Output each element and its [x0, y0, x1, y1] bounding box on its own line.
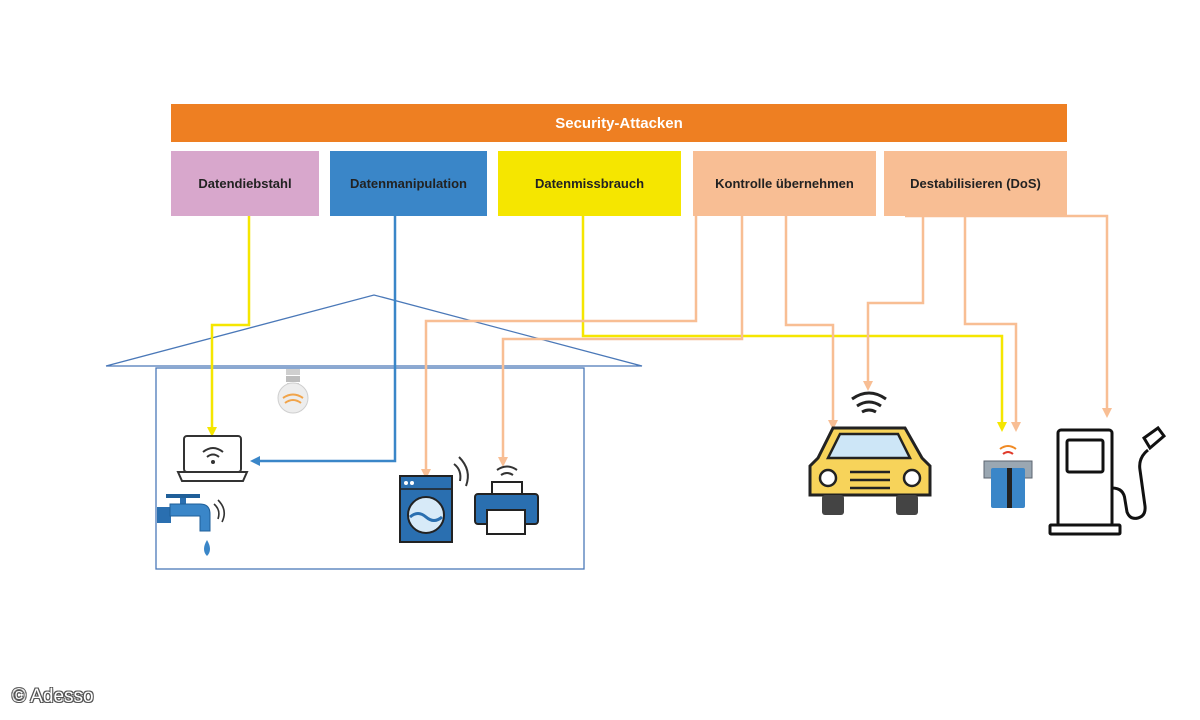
security-attacks-banner: Security-Attacken	[171, 104, 1067, 142]
copyright-watermark: © Adesso	[12, 686, 94, 707]
link-datenmissbrauch-card	[581, 216, 1007, 432]
link-datenmanipulation-laptop	[250, 216, 397, 466]
washing-machine-icon	[399, 456, 469, 543]
link-dos-fuel	[905, 214, 1112, 418]
laptop-icon	[176, 435, 249, 482]
category-datendiebstahl: Datendiebstahl	[171, 151, 319, 216]
link-datendiebstahl-laptop	[207, 216, 251, 437]
link-dos-car	[863, 216, 925, 391]
link-dos-card	[963, 216, 1021, 432]
category-destabilisieren: Destabilisieren (DoS)	[884, 151, 1067, 216]
category-label: Datenmissbrauch	[534, 176, 645, 191]
category-label: Datendiebstahl	[198, 176, 292, 191]
category-datenmissbrauch: Datenmissbrauch	[498, 151, 681, 216]
card-reader-icon	[983, 445, 1033, 508]
car-icon	[808, 391, 932, 515]
link-kontrolle-car	[784, 216, 838, 430]
category-label: Datenmanipulation	[349, 176, 467, 191]
banner-title: Security-Attacken	[555, 114, 683, 132]
category-label: Destabilisieren (DoS)	[910, 176, 1041, 191]
category-kontrolle-uebernehmen: Kontrolle übernehmen	[693, 151, 876, 216]
link-kontrolle-printer	[498, 216, 744, 467]
link-kontrolle-washer	[421, 216, 698, 479]
water-tap-icon	[157, 494, 226, 556]
category-datenmanipulation: Datenmanipulation	[330, 151, 487, 216]
bulb-icon	[277, 369, 309, 414]
printer-icon	[474, 465, 539, 535]
house	[105, 294, 643, 570]
fuel-pump-icon	[1048, 425, 1167, 536]
category-label: Kontrolle übernehmen	[715, 176, 854, 191]
